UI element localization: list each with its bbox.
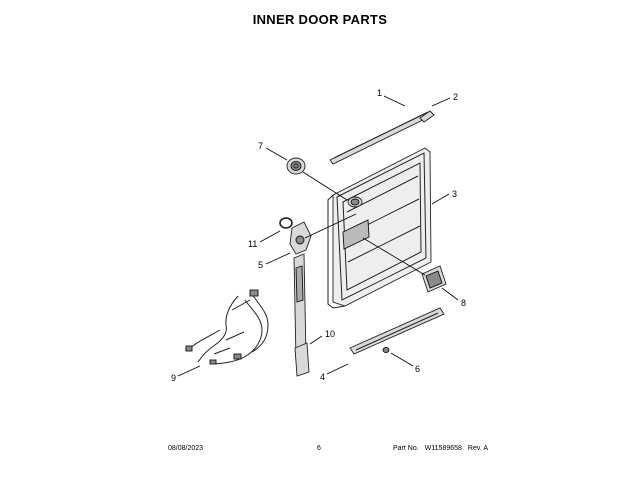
revision: Rev. A [467, 445, 489, 452]
part-wire-harness [185, 289, 269, 365]
callout-9: 9 [171, 373, 176, 383]
callout-10: 10 [325, 329, 335, 339]
part-door-handle [293, 253, 310, 377]
callout-8: 8 [461, 298, 466, 308]
part-lower-trim [349, 307, 445, 355]
callout-7: 7 [258, 141, 263, 151]
page-title: INNER DOOR PARTS [252, 12, 388, 27]
part-detergent-dispenser [421, 265, 447, 293]
part-screw [382, 347, 390, 353]
callout-4: 4 [320, 372, 325, 382]
callout-2: 2 [453, 92, 458, 102]
footer-page-number: 6 [317, 445, 321, 452]
callout-6: 6 [415, 364, 420, 374]
part-no-value: W11589658 [424, 445, 462, 452]
callout-5: 5 [258, 260, 263, 270]
footer-part-number: Part No. W11589658 Rev. A [393, 445, 488, 452]
callout-3: 3 [452, 189, 457, 199]
part-inner-door-panel [327, 147, 432, 309]
callout-11: 11 [248, 239, 257, 249]
part-o-ring [279, 217, 293, 229]
leader-lines [177, 95, 459, 377]
footer-date: 08/08/2023 [168, 445, 204, 452]
part-vent [286, 157, 306, 175]
part-strip-end-cap [419, 110, 435, 123]
part-no-label: Part No. [393, 445, 419, 452]
callout-1: 1 [377, 88, 382, 98]
part-bracket [289, 221, 312, 255]
